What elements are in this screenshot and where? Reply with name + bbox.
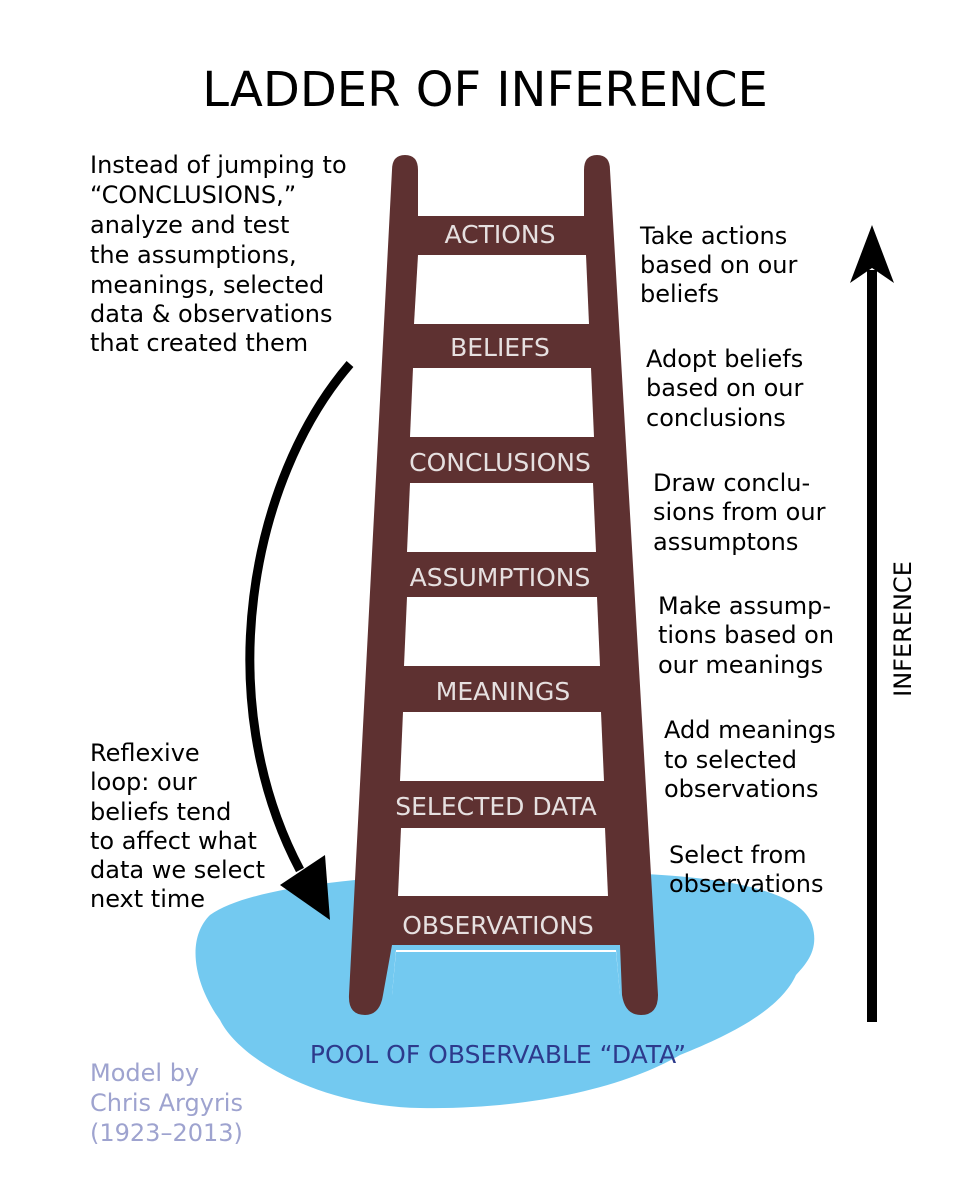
left-note: Instead of jumping to “CONCLUSIONS,” ana… [90,151,354,357]
left-note-line: meanings, selected [90,271,324,299]
reflexive-note-line: next time [90,885,205,913]
inference-arrow [850,225,894,1022]
step-desc-actions: Take actions based on our beliefs [639,222,805,308]
reflexive-note-line: data we select [90,856,265,884]
reflexive-note: Reflexive loop: our beliefs tend to affe… [90,739,273,913]
left-note-line: “CONCLUSIONS,” [90,181,296,209]
step-desc-selected-data: Select from observations [669,841,823,898]
ladder-gap-4 [404,597,600,666]
left-note-line: data & observations [90,300,332,328]
ladder: ACTIONS BELIEFS CONCLUSIONS ASSUMPTIONS … [348,155,658,1015]
ladder-gap-3 [407,483,596,552]
rung-label-conclusions: CONCLUSIONS [409,448,591,477]
inference-label: INFERENCE [889,561,917,697]
step-desc-beliefs: Adopt beliefs based on our conclusions [646,345,811,432]
step-desc-assumptions: Make assump- tions based on our meanings [658,592,842,679]
rung-label-assumptions: ASSUMPTIONS [410,563,591,592]
rung-label-selected-data: SELECTED DATA [395,792,597,821]
rung-label-actions: ACTIONS [444,220,555,249]
ladder-gap-2 [410,368,594,437]
reflexive-note-line: beliefs tend [90,798,231,826]
ladder-gap-5 [400,712,604,781]
step-desc-meanings: Add meanings to selected observations [664,716,843,803]
diagram-title: LADDER OF INFERENCE [202,62,768,118]
left-note-line: the assumptions, [90,241,297,269]
ladder-gap-1 [414,255,589,324]
reflexive-note-line: Reflexive [90,739,200,767]
ladder-gap-6 [398,828,608,896]
pool-label: POOL OF OBSERVABLE “DATA” [310,1040,686,1069]
reflexive-loop-arrow [245,361,354,920]
rung-label-beliefs: BELIEFS [450,333,550,362]
rung-label-observations: OBSERVATIONS [402,911,594,940]
reflexive-note-line: to affect what [90,827,257,855]
left-note-line: that created them [90,329,308,357]
reflexive-note-line: loop: our [90,768,197,796]
left-note-line: Instead of jumping to [90,151,347,179]
step-desc-conclusions: Draw conclu- sions from our assumptons [653,469,833,556]
ladder-gap-7-pool [392,952,620,995]
rung-label-meanings: MEANINGS [436,677,571,706]
left-note-line: analyze and test [90,211,289,239]
model-credit: Model by Chris Argyris (1923–2013) [90,1059,251,1147]
